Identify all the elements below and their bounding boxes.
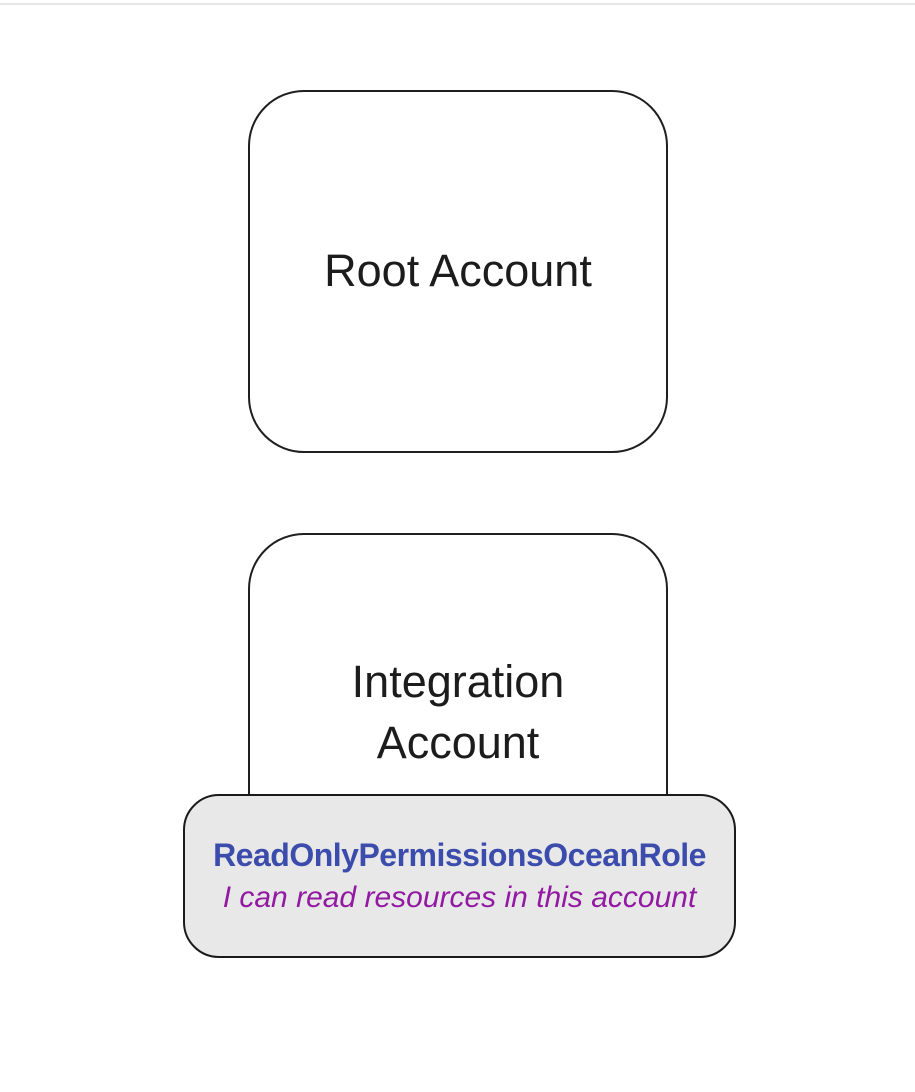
root-account-label: Root Account <box>324 245 592 297</box>
top-divider-line <box>0 3 915 5</box>
role-description-label: I can read resources in this account <box>222 881 697 915</box>
integration-account-label: Integration Account <box>351 656 565 768</box>
role-name-label: ReadOnlyPermissionsOceanRole <box>213 836 706 873</box>
root-account-node: Root Account <box>248 90 668 453</box>
role-badge: ReadOnlyPermissionsOceanRole I can read … <box>183 794 736 958</box>
